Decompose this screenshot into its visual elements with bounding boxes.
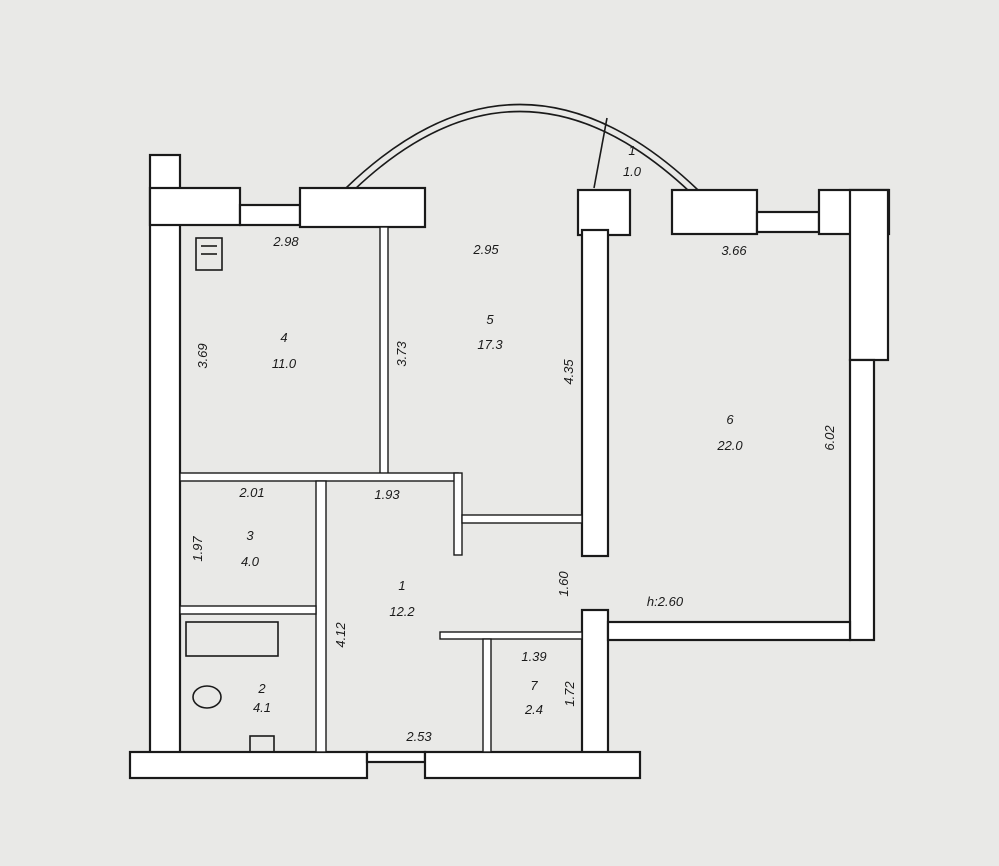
balcony-divider	[593, 117, 608, 189]
room-7-area: 2.4	[524, 702, 543, 717]
balcony-number: 1	[628, 143, 635, 158]
room-5-number: 5	[486, 312, 494, 327]
ceiling-height: h:2.60	[647, 594, 684, 609]
dim-hall-side: 4.12	[333, 622, 348, 648]
room-1-area: 12.2	[389, 604, 415, 619]
dim-room6-top: 3.66	[721, 243, 747, 258]
wall-top-right-stub2	[670, 188, 759, 236]
room-6-area: 22.0	[716, 438, 743, 453]
wall-4-bottom	[179, 472, 459, 482]
wall-top-left	[148, 186, 242, 227]
wall-6-lower	[580, 608, 610, 757]
wall-top-mid	[298, 186, 427, 229]
wall-bottom-right	[423, 750, 642, 780]
wall-hall-stub	[453, 472, 463, 556]
stove-icon	[195, 237, 223, 271]
wall-bottom-left	[128, 750, 369, 780]
sink-icon	[249, 735, 275, 753]
dim-room7-side: 1.72	[562, 681, 577, 707]
dim-room4-top: 2.98	[272, 234, 299, 249]
room-3-number: 3	[246, 528, 254, 543]
dim-room3-top: 2.01	[238, 485, 264, 500]
wall-6-bottom	[606, 620, 852, 642]
dim-room3-side: 1.97	[190, 536, 205, 562]
dim-door-gap: 1.60	[556, 571, 571, 597]
room-7-number: 7	[530, 678, 538, 693]
wall-3-2-vertical	[315, 480, 327, 753]
wall-right-upper	[848, 188, 890, 362]
wall-7-top	[439, 631, 583, 640]
dim-room5-left: 3.73	[394, 341, 409, 367]
dim-hall-top: 1.93	[374, 487, 400, 502]
room-5-area: 17.3	[477, 337, 503, 352]
dim-hall-bottom: 2.53	[405, 729, 432, 744]
wall-right-lower	[848, 358, 876, 642]
room-4-area: 11.0	[272, 356, 297, 371]
balcony-arc	[345, 103, 699, 191]
window-top-left	[238, 203, 302, 227]
balcony-area: 1.0	[623, 164, 642, 179]
room-6-number: 6	[726, 412, 734, 427]
wall-3-2	[179, 605, 317, 615]
toilet-icon	[192, 685, 222, 709]
room-2-area: 4.1	[253, 700, 271, 715]
wall-top-right-stub	[576, 188, 632, 237]
wall-hall-right	[461, 514, 583, 524]
dim-room5-top: 2.95	[472, 242, 499, 257]
dim-room6-right: 6.02	[822, 425, 837, 451]
wall-left	[148, 153, 182, 757]
wall-5-6	[580, 228, 610, 558]
door-bottom	[365, 750, 427, 764]
window-top-right	[755, 210, 821, 234]
wall-7-left	[482, 638, 492, 753]
bathtub-icon	[185, 621, 279, 657]
room-3-area: 4.0	[241, 554, 260, 569]
balcony-arc-inner	[353, 110, 691, 193]
dim-room4-side: 3.69	[195, 343, 210, 368]
room-1-number: 1	[398, 578, 405, 593]
dim-room5-right: 4.35	[561, 359, 576, 385]
wall-4-5	[379, 226, 389, 476]
room-2-number: 2	[257, 681, 266, 696]
dim-room7-top: 1.39	[521, 649, 546, 664]
room-4-number: 4	[280, 330, 287, 345]
